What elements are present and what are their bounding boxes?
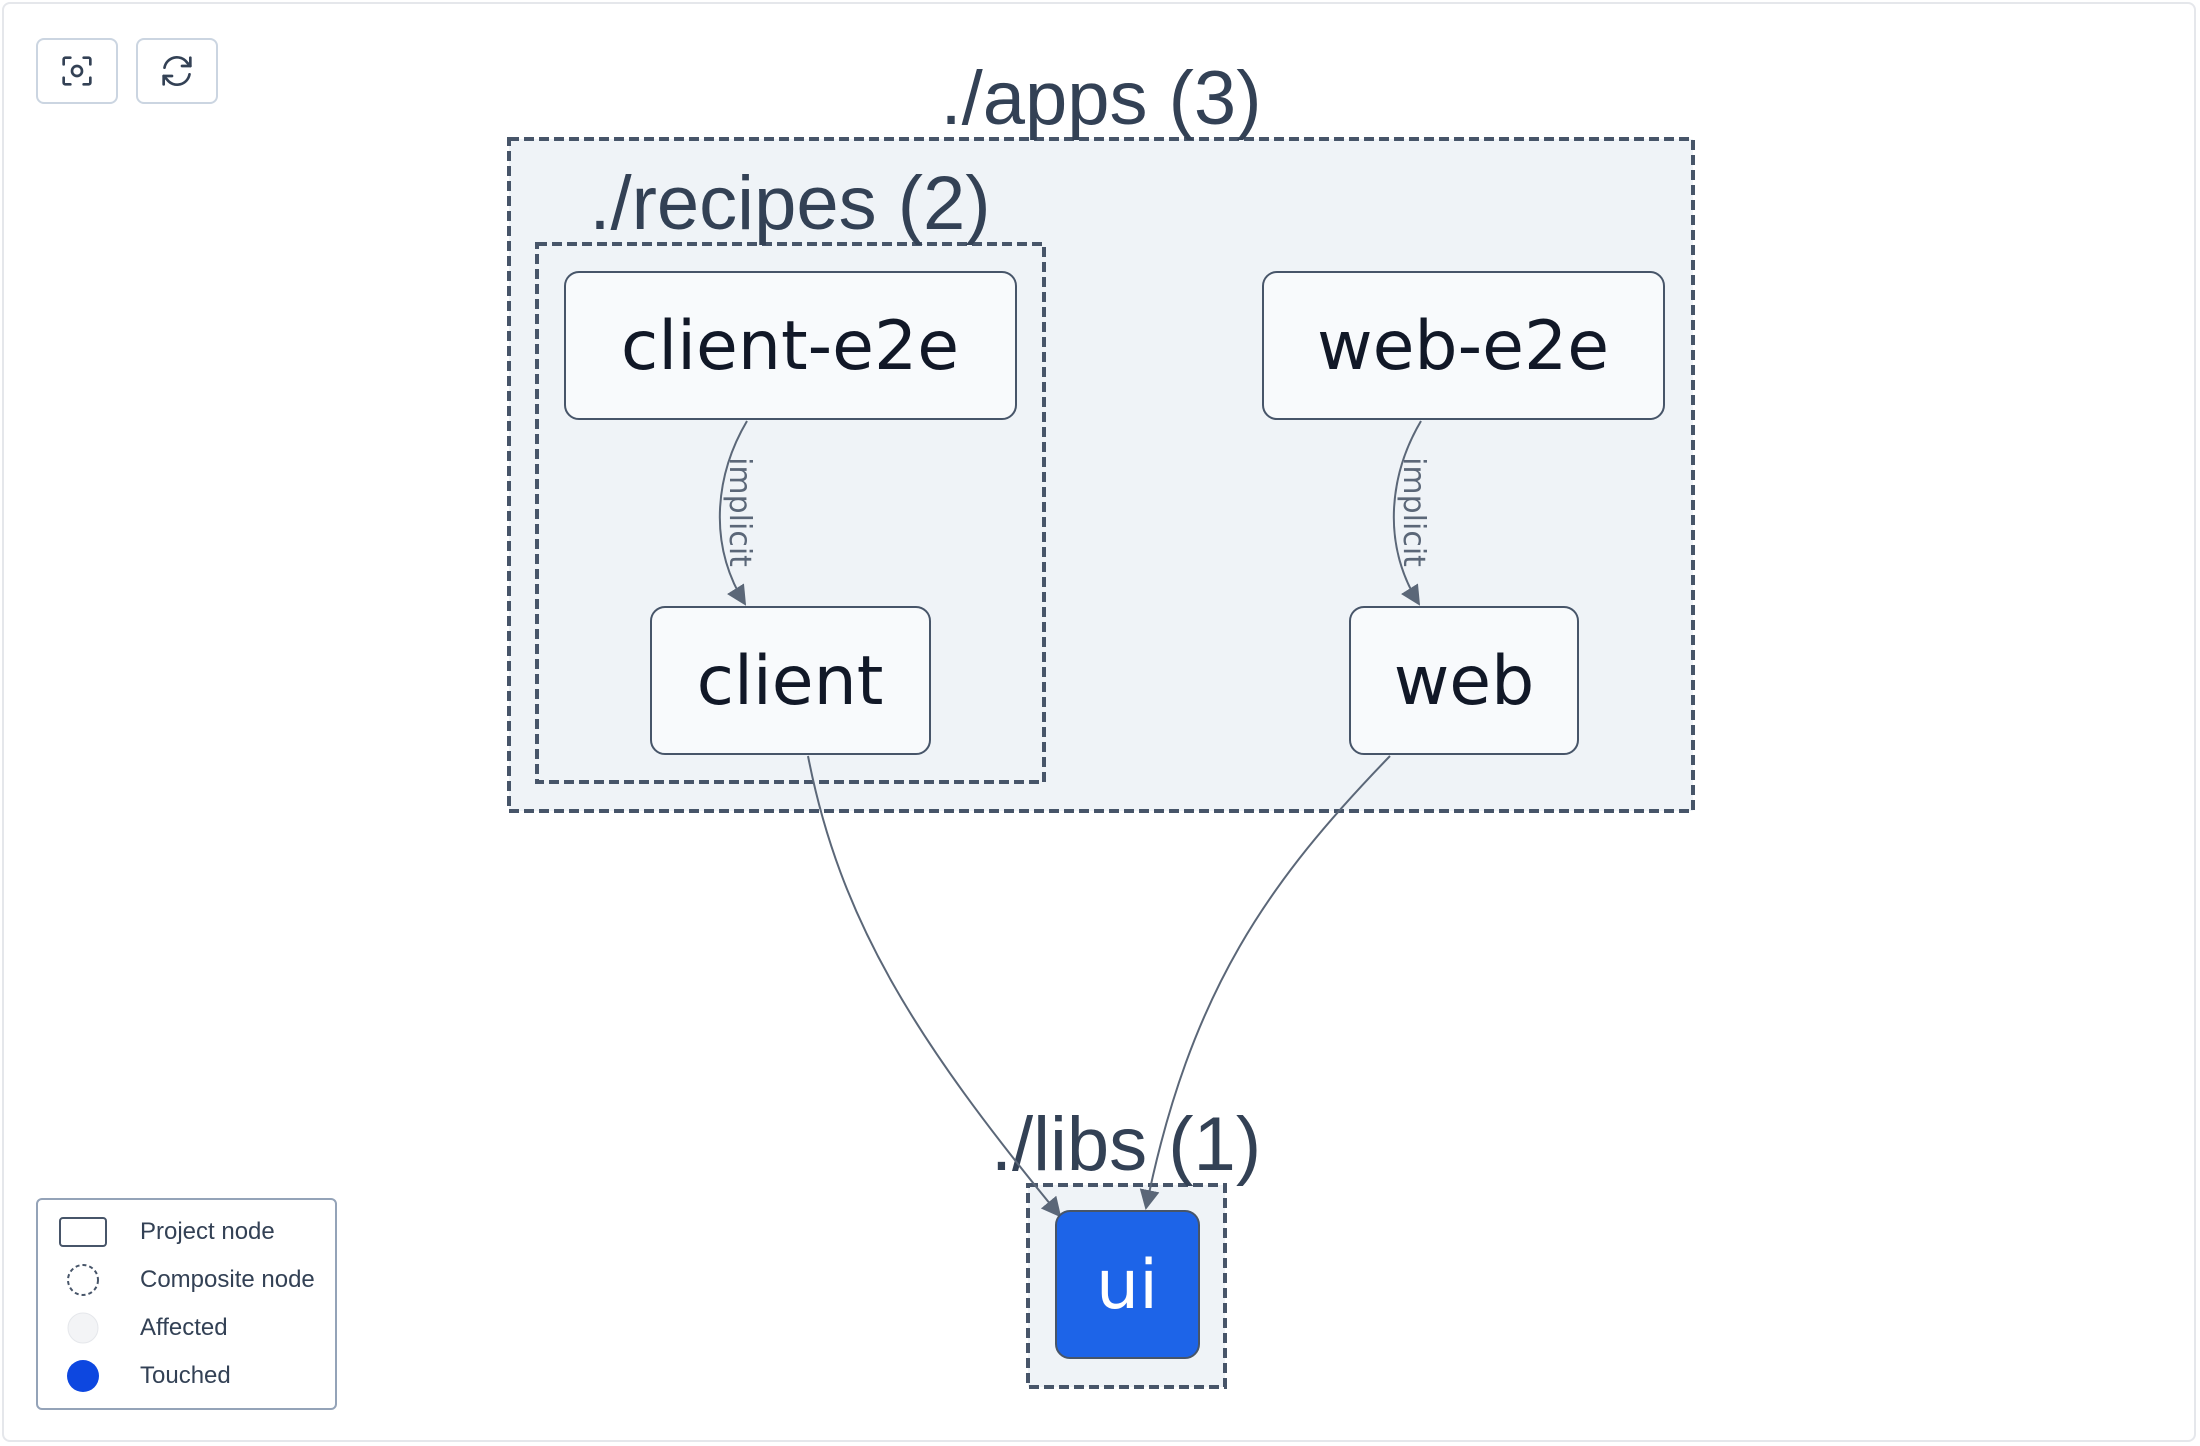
affected-swatch-icon bbox=[67, 1312, 99, 1344]
node-web-e2e[interactable]: web-e2e bbox=[1262, 271, 1665, 420]
legend-item-project-node: Project node bbox=[38, 1212, 275, 1252]
legend-item-affected: Affected bbox=[38, 1308, 228, 1348]
legend: Project node Composite node Affected Tou… bbox=[36, 1198, 337, 1410]
node-client-e2e[interactable]: client-e2e bbox=[564, 271, 1017, 420]
refresh-icon bbox=[162, 55, 192, 87]
group-recipes-label: ./recipes (2) bbox=[589, 161, 990, 246]
touched-swatch-icon bbox=[67, 1360, 99, 1392]
node-label: web-e2e bbox=[1317, 307, 1609, 386]
node-label: client bbox=[697, 642, 884, 721]
edge-web-to-ui bbox=[1139, 755, 1391, 1210]
node-ui[interactable]: ui bbox=[1055, 1210, 1200, 1359]
node-label: ui bbox=[1096, 1246, 1158, 1325]
group-libs-label: ./libs (1) bbox=[991, 1102, 1261, 1187]
node-client[interactable]: client bbox=[650, 606, 931, 755]
node-label: client-e2e bbox=[621, 307, 959, 386]
composite-node-swatch-icon bbox=[67, 1264, 99, 1296]
focus-camera-icon bbox=[62, 56, 92, 86]
edge-label-implicit: implicit bbox=[1396, 457, 1431, 567]
edge-label-implicit: implicit bbox=[722, 457, 757, 567]
edge-web-e2e-to-web bbox=[1392, 420, 1422, 606]
legend-item-touched: Touched bbox=[38, 1356, 231, 1396]
project-node-swatch-icon bbox=[59, 1217, 107, 1247]
reset-view-button[interactable] bbox=[136, 38, 218, 104]
node-web[interactable]: web bbox=[1349, 606, 1579, 755]
node-label: web bbox=[1394, 642, 1535, 721]
edge-client-e2e-to-client bbox=[718, 420, 748, 606]
fit-view-button[interactable] bbox=[36, 38, 118, 104]
group-apps-label: ./apps (3) bbox=[940, 56, 1261, 141]
legend-item-composite-node: Composite node bbox=[38, 1260, 315, 1300]
edge-client-to-ui bbox=[807, 755, 1062, 1218]
